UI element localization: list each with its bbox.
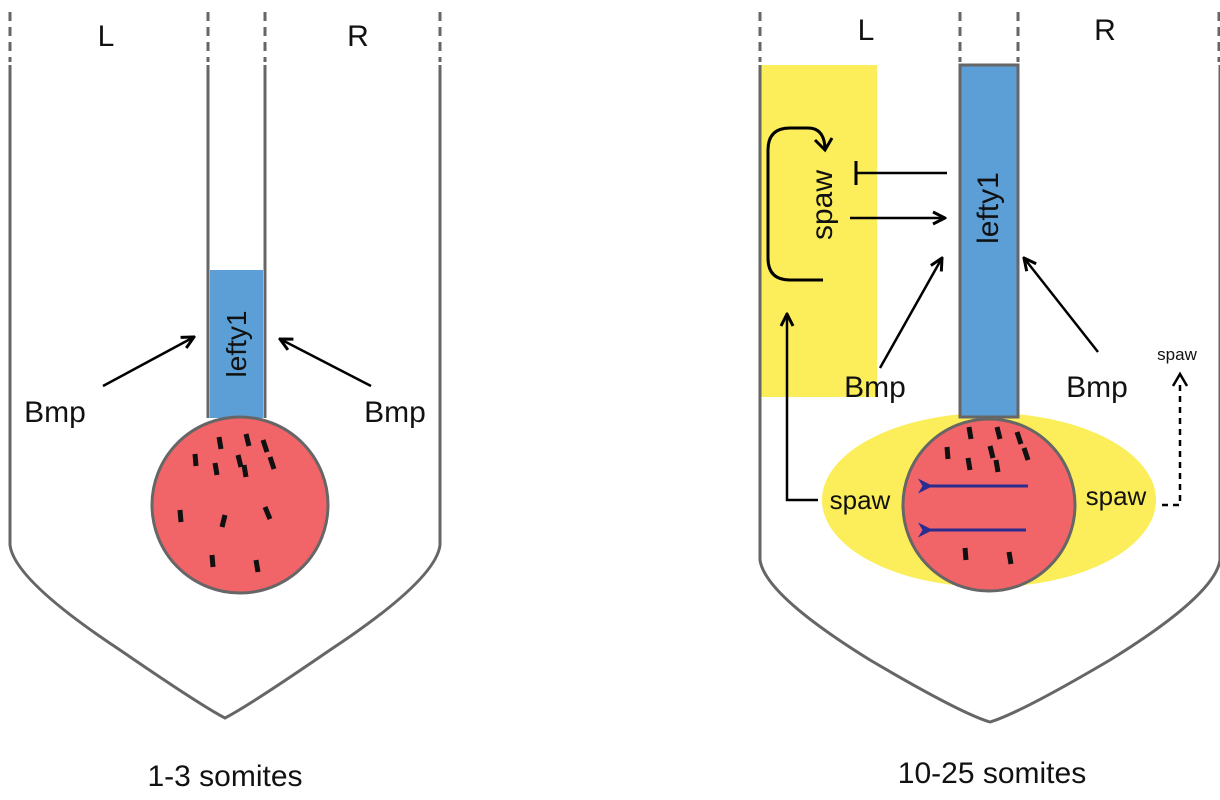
cilia-group bbox=[944, 426, 1031, 565]
spaw-lpm-label: spaw bbox=[806, 170, 839, 240]
lefty1-domain bbox=[210, 270, 263, 418]
spaw-kv-left-label: spaw bbox=[830, 485, 891, 515]
kupffers-vesicle bbox=[150, 415, 330, 595]
bmp-arrow-left bbox=[878, 258, 942, 369]
cilia-dash-icon bbox=[944, 446, 951, 460]
side-label-l: L bbox=[858, 14, 875, 47]
bmp-arrow-left bbox=[102, 337, 194, 388]
cilia-dash-icon bbox=[262, 506, 273, 520]
cilia-dash-icon bbox=[260, 439, 270, 453]
cilia-dash-icon bbox=[965, 457, 973, 471]
bmp-label-right: Bmp bbox=[1066, 371, 1128, 404]
embryo-outline-right bbox=[758, 65, 1220, 724]
cilia-group bbox=[177, 433, 277, 573]
cilia-dash-icon bbox=[994, 426, 1003, 440]
bmp-label-left: Bmp bbox=[24, 396, 86, 429]
cilia-dash-icon bbox=[219, 514, 228, 528]
loop-arrowhead bbox=[813, 137, 834, 153]
cilia-dash-icon bbox=[235, 454, 244, 468]
lefty1-domain bbox=[958, 63, 1020, 419]
spaw-right-dashed-arrow bbox=[1162, 380, 1182, 507]
bmp-label-left: Bmp bbox=[844, 371, 906, 404]
stage-label-right: 10-25 somites bbox=[898, 757, 1086, 790]
dashed-arrowhead bbox=[1171, 371, 1189, 387]
embryo-outline-left bbox=[8, 65, 442, 720]
spaw-small-label: spaw bbox=[1157, 345, 1197, 364]
cilia-dash-icon bbox=[212, 462, 220, 476]
cilia-dash-icon bbox=[1006, 551, 1014, 565]
spaw-lpm-domain bbox=[760, 65, 877, 397]
panel-1-3-somites: L R lefty1 Bmp Bmp 1-3 somites bbox=[8, 12, 442, 793]
spaw-autoregulation-loop bbox=[766, 126, 827, 282]
lefty1-label: lefty1 bbox=[221, 311, 252, 378]
cilia-dash-icon bbox=[192, 453, 199, 467]
cilia-dash-icon bbox=[966, 426, 974, 440]
panel-10-25-somites: L R lefty1 spaw Bmp Bmp spaw spaw spaw 1… bbox=[758, 12, 1220, 790]
cilia-dash-icon bbox=[962, 547, 969, 561]
spaw-kv-to-lpm-arrow bbox=[787, 314, 818, 502]
cilia-dash-icon bbox=[253, 559, 261, 573]
bmp-label-right: Bmp bbox=[364, 396, 426, 429]
side-label-r: R bbox=[1094, 14, 1116, 47]
cilia-dash-icon bbox=[243, 433, 252, 447]
cilia-dash-icon bbox=[1021, 447, 1031, 461]
kupffers-vesicle bbox=[901, 417, 1077, 593]
cilia-dash-icon bbox=[209, 554, 216, 568]
bmp-arrow-right bbox=[280, 339, 372, 388]
lefty1-label: lefty1 bbox=[972, 172, 1005, 244]
stage-label-left: 1-3 somites bbox=[147, 760, 302, 793]
bmp-arrow-right bbox=[1024, 258, 1099, 353]
cilia-dash-icon bbox=[267, 456, 277, 470]
cilia-dash-icon bbox=[1014, 431, 1024, 445]
side-label-l: L bbox=[98, 20, 115, 53]
cilia-dash-icon bbox=[216, 436, 224, 450]
cilia-dash-icon bbox=[241, 464, 249, 478]
spaw-kv-right-label: spaw bbox=[1086, 481, 1147, 511]
cilia-dash-icon bbox=[993, 459, 1001, 473]
side-label-r: R bbox=[347, 20, 369, 53]
cilia-dash-icon bbox=[177, 509, 184, 523]
cilia-dash-icon bbox=[987, 445, 996, 459]
